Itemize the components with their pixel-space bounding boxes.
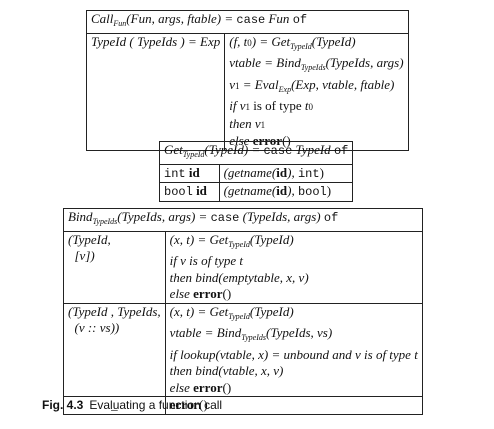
bind-case1-body: (x, t) = GetTypeId(TypeId) if v is of ty…: [164, 230, 423, 304]
figure-label: Fig. 4.3: [42, 398, 84, 412]
bind-case2-pattern: (TypeId , TypeIds, (v :: vs)): [63, 302, 166, 397]
get-row-int-result: (getname(id), int): [218, 163, 354, 183]
bind-case3-pattern: _: [63, 396, 166, 415]
figure-caption: Fig. 4.3 Evaluating a function call: [42, 398, 222, 413]
call-fun-table: CallFun(Fun, args, ftable) = case Fun of…: [85, 10, 409, 151]
get-typeid-header: GetTypeId(TypeId) = case TypeId of: [158, 141, 354, 165]
call-fun-header: CallFun(Fun, args, ftable) = case Fun of: [86, 10, 409, 34]
get-row-int-pattern: int id: [159, 163, 220, 183]
get-row-bool-result: (getname(id), bool): [218, 182, 354, 202]
bind-case2-body: (x, t) = GetTypeId(TypeId) vtable = Bind…: [164, 302, 423, 397]
bind-typeids-table: BindTypeIds(TypeIds, args) = case (TypeI…: [63, 208, 423, 415]
bind-case1-pattern: (TypeId, [v]): [63, 230, 166, 304]
call-fun-pattern: TypeId ( TypeIds ) = Exp: [85, 32, 226, 151]
call-fun-body: (f, t0) = GetTypeId(TypeId) vtable = Bin…: [224, 32, 409, 151]
get-row-bool-pattern: bool id: [159, 182, 220, 202]
bind-typeids-header: BindTypeIds(TypeIds, args) = case (TypeI…: [63, 208, 423, 232]
get-typeid-table: GetTypeId(TypeId) = case TypeId of int i…: [158, 141, 354, 202]
figure-caption-text: Evaluating a function call: [89, 398, 223, 412]
bind-case3-body: error(): [164, 396, 423, 415]
